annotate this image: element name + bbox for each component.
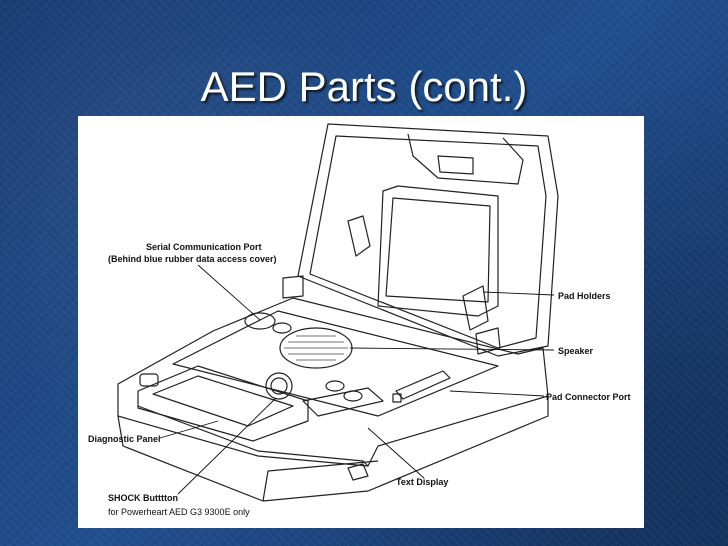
hinge-right bbox=[475, 327, 501, 355]
label-shock-note: for Powerheart AED G3 9300E only bbox=[108, 507, 250, 517]
lid-latch-slot bbox=[437, 155, 474, 175]
lid-top-latch bbox=[407, 133, 524, 185]
label-speaker: Speaker bbox=[558, 346, 594, 356]
shock-button-outer bbox=[265, 372, 293, 400]
label-pad-holders: Pad Holders bbox=[558, 291, 611, 301]
leader-speaker bbox=[349, 347, 555, 351]
label-diagnostic-panel: Diagnostic Panel bbox=[88, 434, 161, 444]
label-text-display: Text Display bbox=[396, 477, 448, 487]
base-front-edge bbox=[137, 405, 369, 467]
label-pad-connector: Pad Connector Port bbox=[546, 392, 631, 402]
base-front-step bbox=[262, 460, 379, 502]
text-display-window bbox=[302, 387, 384, 417]
leader-shock-button bbox=[177, 397, 277, 495]
base-bottom-edge bbox=[117, 396, 549, 502]
serial-port-ring bbox=[272, 322, 292, 334]
pad-holder-shape bbox=[462, 285, 489, 331]
slide-title: AED Parts (cont.) bbox=[200, 63, 528, 110]
lid-inner bbox=[309, 135, 547, 349]
shock-button-inner bbox=[270, 377, 288, 395]
label-serial-port-note: (Behind blue rubber data access cover) bbox=[108, 254, 277, 264]
front-handle bbox=[137, 365, 309, 442]
pad-connector-plug bbox=[395, 370, 451, 400]
foot bbox=[347, 463, 369, 481]
lid-window-inner bbox=[385, 197, 491, 303]
control-button-1 bbox=[325, 380, 345, 392]
label-shock-button: SHOCK Butttton bbox=[108, 493, 178, 503]
aed-drawing: Serial Communication Port (Behind blue r… bbox=[88, 123, 631, 517]
label-serial-port: Serial Communication Port bbox=[146, 242, 262, 252]
leader-diagnostic-panel bbox=[159, 420, 219, 439]
leader-serial-port bbox=[197, 264, 261, 321]
lid-clip-left bbox=[347, 215, 371, 257]
aed-diagram: Serial Communication Port (Behind blue r… bbox=[78, 116, 644, 528]
pad-connector-socket bbox=[392, 393, 402, 403]
serial-port-cover bbox=[244, 312, 276, 330]
lid-window bbox=[377, 185, 499, 317]
lid-outline bbox=[297, 123, 559, 357]
diagnostic-panel-indicator bbox=[139, 373, 159, 387]
leader-pad-holders bbox=[482, 291, 555, 296]
hinge-left bbox=[282, 275, 304, 299]
front-handle-inner bbox=[152, 375, 294, 427]
speaker-grille-lines bbox=[284, 335, 348, 361]
leader-pad-connector bbox=[449, 390, 545, 397]
base-top-panel bbox=[172, 310, 499, 417]
leader-text-display bbox=[367, 427, 425, 479]
